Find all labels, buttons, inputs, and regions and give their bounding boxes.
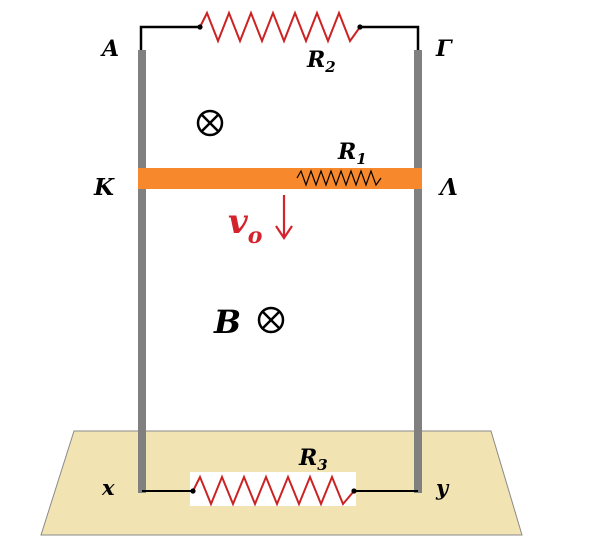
top-wire-right [360,25,420,50]
sliding-rod [138,168,422,189]
top-wire-left [139,25,200,50]
label-rod-left: Κ [93,174,115,201]
r3-terminal-left [190,488,196,494]
label-r2: R2 [306,47,336,76]
label-velocity: vo [228,202,262,249]
label-top-right: Γ [435,36,453,62]
r3-terminal-right [351,488,357,494]
label-r1: R1 [337,139,367,168]
field-b-into-page-icon [257,306,285,334]
label-field-b: B [213,303,241,341]
label-r3: R3 [298,445,328,474]
r2-terminal-left [197,24,203,30]
resistor-r3-zigzag [192,474,355,507]
rail-right [414,50,422,493]
magnetic-field-into-page-icon [196,109,224,137]
label-bottom-right: y [435,475,450,500]
resistor-r1-zigzag [296,169,382,187]
label-rod-right: Λ [438,174,458,201]
label-top-left: Α [100,36,119,62]
rail-left [138,50,146,493]
label-bottom-left: x [101,475,115,500]
r2-terminal-right [357,24,363,30]
velocity-arrow-icon [275,195,293,240]
resistor-r2-zigzag [199,10,361,44]
